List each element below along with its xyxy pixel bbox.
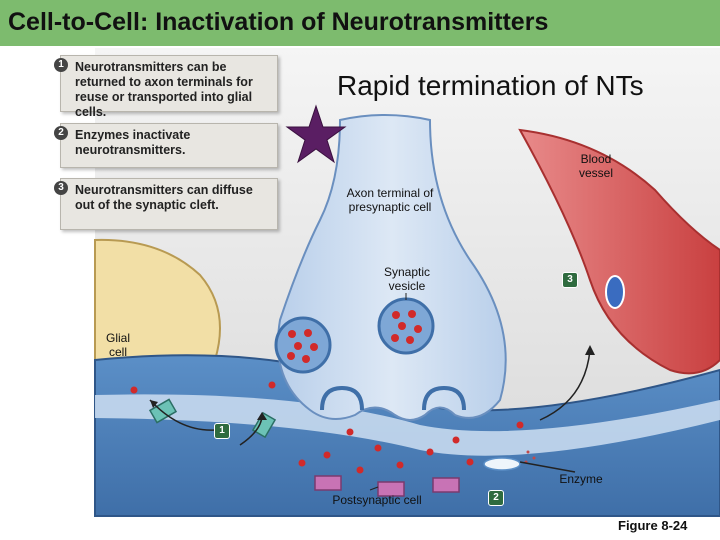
- enzyme-label: Enzyme: [559, 472, 603, 486]
- step-1-text: Neurotransmitters can be returned to axo…: [75, 60, 253, 119]
- glial-cell-label: Glial cell: [105, 331, 130, 359]
- axon-terminal-label: Axon terminal of presynaptic cell: [346, 186, 434, 214]
- figure-label: Figure 8-24: [618, 518, 688, 533]
- arrowhead-vessel: [585, 345, 595, 355]
- fusing-vesicle-2: [422, 385, 466, 411]
- step-2-text: Enzymes inactivate neurotransmitters.: [75, 128, 191, 157]
- step-2-number: 2: [54, 126, 68, 140]
- cleft-neurotransmitters: [130, 381, 524, 474]
- arrow-enzyme-label: [519, 461, 576, 473]
- marker-3: 3: [562, 272, 578, 288]
- postsynaptic-leader: [369, 486, 379, 491]
- arrowhead-axon: [257, 412, 267, 420]
- fusing-vesicle-1: [320, 385, 364, 411]
- blood-vessel: [518, 128, 720, 375]
- glial-cell: [94, 238, 221, 361]
- glial-transporter: [148, 398, 178, 424]
- synaptic-vesicle-label: Synaptic vesicle: [383, 265, 431, 293]
- axon-transporter: [251, 411, 277, 439]
- axon-terminal: [277, 114, 507, 421]
- arrow-to-vessel: [539, 349, 591, 421]
- blood-vessel-label: Blood vessel: [578, 152, 613, 180]
- red-blood-cell: [605, 275, 625, 309]
- step-2-box: Enzymes inactivate neurotransmitters.: [60, 123, 278, 168]
- slide-title: Cell-to-Cell: Inactivation of Neurotrans…: [0, 0, 720, 46]
- arrow-to-glial: [149, 399, 216, 431]
- step-3-box: Neurotransmitters can diffuse out of the…: [60, 178, 278, 230]
- vesicle-2-neurotransmitters: [391, 310, 422, 344]
- step-3-number: 3: [54, 181, 68, 195]
- arrowhead-glial: [150, 400, 158, 408]
- step-1-number: 1: [54, 58, 68, 72]
- step-1-box: Neurotransmitters can be returned to axo…: [60, 55, 278, 119]
- marker-2: 2: [488, 490, 504, 506]
- star-icon: [285, 104, 347, 164]
- marker-1: 1: [214, 423, 230, 439]
- synaptic-vesicle-1: [274, 316, 332, 374]
- step-3-text: Neurotransmitters can diffuse out of the…: [75, 183, 253, 212]
- rapid-termination-heading: Rapid termination of NTs: [337, 70, 644, 101]
- postsynaptic-cell-label: Postsynaptic cell: [332, 493, 422, 507]
- postsynaptic-receptors: [314, 475, 460, 497]
- synaptic-cleft: [95, 394, 720, 456]
- enzyme: [483, 457, 521, 471]
- vesicle-1-neurotransmitters: [287, 329, 318, 363]
